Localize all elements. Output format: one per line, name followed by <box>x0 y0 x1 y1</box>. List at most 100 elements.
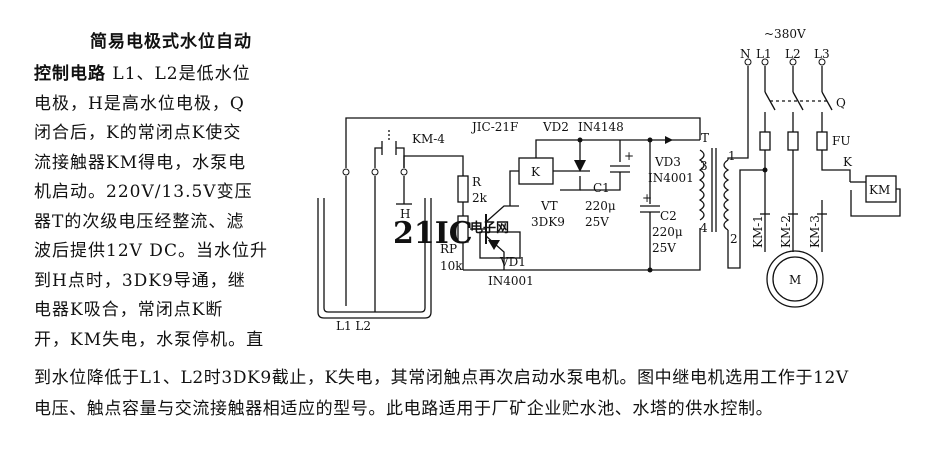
label-rp-value: 10k <box>440 259 463 273</box>
vd1-diode <box>488 240 500 250</box>
label-vd3-part: IN4001 <box>648 171 694 185</box>
circuit-wires <box>317 66 901 319</box>
label-h: H <box>400 207 410 221</box>
label-motor: M <box>789 273 801 287</box>
article-full-line: 到水位降低于L1、L2时3DK9截止，K失电，其常闭触点再次启动水泵电机。图中继… <box>34 368 849 388</box>
watermark-sub: 电子网 <box>470 220 509 236</box>
label-pin2: 2 <box>730 232 738 246</box>
label-pin1: 1 <box>728 149 736 163</box>
article-line-text: L1、L2是低水位 <box>112 64 251 84</box>
label-pin4: 4 <box>700 221 708 235</box>
label-km3: KM-3 <box>808 215 822 248</box>
article-line: 闭合后，K的常闭点K使交 <box>34 123 242 143</box>
terminal-n <box>744 58 752 66</box>
wire-l3-k <box>821 150 851 182</box>
label-r-value: 2k <box>472 191 488 205</box>
label-ic: JIC-21F <box>470 120 518 134</box>
km4-contact-left <box>374 147 382 168</box>
wire-primary-l1 <box>727 169 765 269</box>
label-rp: RP <box>440 242 457 256</box>
vd2-diode <box>574 160 586 172</box>
article-full-line: 电压、触点容量与交流接触器相适应的型号。此电路适用于厂矿企业贮水池、水塔的供水控… <box>34 399 774 419</box>
label-n: N <box>740 47 751 61</box>
junction-l1 <box>762 167 768 173</box>
article-line: 电极，H是高水位电极，Q <box>34 94 245 114</box>
junction-c2 <box>647 137 653 143</box>
article-line: 电器K吸合，常闭点K断 <box>34 300 224 320</box>
motor <box>766 250 824 308</box>
label-l3: L3 <box>814 47 830 61</box>
wire-top <box>345 117 701 168</box>
terminal-l1-supply <box>761 58 769 66</box>
terminal-l2-supply <box>789 58 797 66</box>
label-km2: KM-2 <box>779 215 793 248</box>
article-line: 流接触器KM得电，水泵电 <box>34 153 247 173</box>
label-km1: KM-1 <box>751 215 765 248</box>
article-line: 机启动。220V/13.5V变压 <box>34 182 253 202</box>
article-title: 简易电极式水位自动 <box>90 32 252 52</box>
label-c1: C1 <box>593 181 610 195</box>
wire-k-left <box>509 170 519 206</box>
label-c1-voltage: 25V <box>585 215 609 229</box>
watermark-logo: 21IC <box>393 216 473 251</box>
q-switch-l2 <box>792 91 804 111</box>
label-fu: FU <box>832 134 850 148</box>
resistor-r <box>457 175 469 203</box>
vt-collector <box>485 205 519 223</box>
terminal-l3-supply <box>818 58 826 66</box>
label-l2: L2 <box>785 47 801 61</box>
label-q: Q <box>836 96 846 110</box>
label-vt-part: 3DK9 <box>531 215 565 229</box>
label-plus2: + <box>642 191 652 205</box>
terminal-l2 <box>371 168 379 176</box>
transformer-secondary <box>698 149 705 221</box>
label-vt: VT <box>540 199 558 213</box>
label-l1l2: L1 L2 <box>336 319 371 333</box>
label-vd2-part: IN4148 <box>578 120 624 134</box>
article-line: 波后提供12V DC。当水位升 <box>34 241 268 261</box>
c1-wire-bottom <box>580 172 621 191</box>
wire-primary-n <box>727 66 749 160</box>
label-vd1: VD1 <box>499 255 526 269</box>
km4-contact-right <box>396 147 405 168</box>
label-c2: C2 <box>660 209 677 223</box>
label-relay-k: K <box>531 165 541 179</box>
label-voltage: ~380V <box>764 27 806 41</box>
circuit-symbols <box>342 58 826 273</box>
wire-k-top <box>535 139 590 158</box>
label-vd2: VD2 <box>542 120 569 134</box>
label-vd1-part: IN4001 <box>488 274 534 288</box>
article-line: 开，KM失电，水泵停机。直 <box>34 330 265 350</box>
label-km4: KM-4 <box>412 132 445 146</box>
label-relay-contact-k: K <box>843 155 853 169</box>
wire-bottom <box>463 228 701 271</box>
vd3-diode <box>665 136 673 144</box>
article-line: 控制电路 L1、L2是低水位 <box>34 62 251 86</box>
vd2-wire-bottom <box>560 176 581 191</box>
fuse-l1 <box>759 131 771 151</box>
label-c2-value: 220μ <box>652 225 683 239</box>
label-plus1: + <box>624 149 634 163</box>
motor-inner <box>772 256 818 302</box>
fuse-l3 <box>816 131 828 151</box>
label-c1-value: 220μ <box>585 199 616 213</box>
article-line: 器T的次级电压经整流、滤 <box>34 212 245 232</box>
junction-vd2 <box>577 137 583 143</box>
label-km: KM <box>869 183 890 197</box>
water-tank <box>317 198 432 319</box>
wire-h-r <box>403 155 464 176</box>
terminal-l1 <box>342 168 350 176</box>
label-c2-voltage: 25V <box>652 241 676 255</box>
article-line-bold: 控制电路 <box>34 64 106 84</box>
label-pin3: 3 <box>700 159 708 173</box>
junction-bottom <box>647 267 653 273</box>
label-vd3: VD3 <box>654 155 681 169</box>
transformer-primary <box>723 159 730 231</box>
vd1-box <box>479 231 521 259</box>
wire-km-coil-out <box>850 188 901 217</box>
article-line: 到H点时，3DK9导通，继 <box>34 271 246 291</box>
label-r: R <box>472 175 482 189</box>
label-l1: L1 <box>756 47 772 61</box>
label-t: T <box>701 131 709 145</box>
